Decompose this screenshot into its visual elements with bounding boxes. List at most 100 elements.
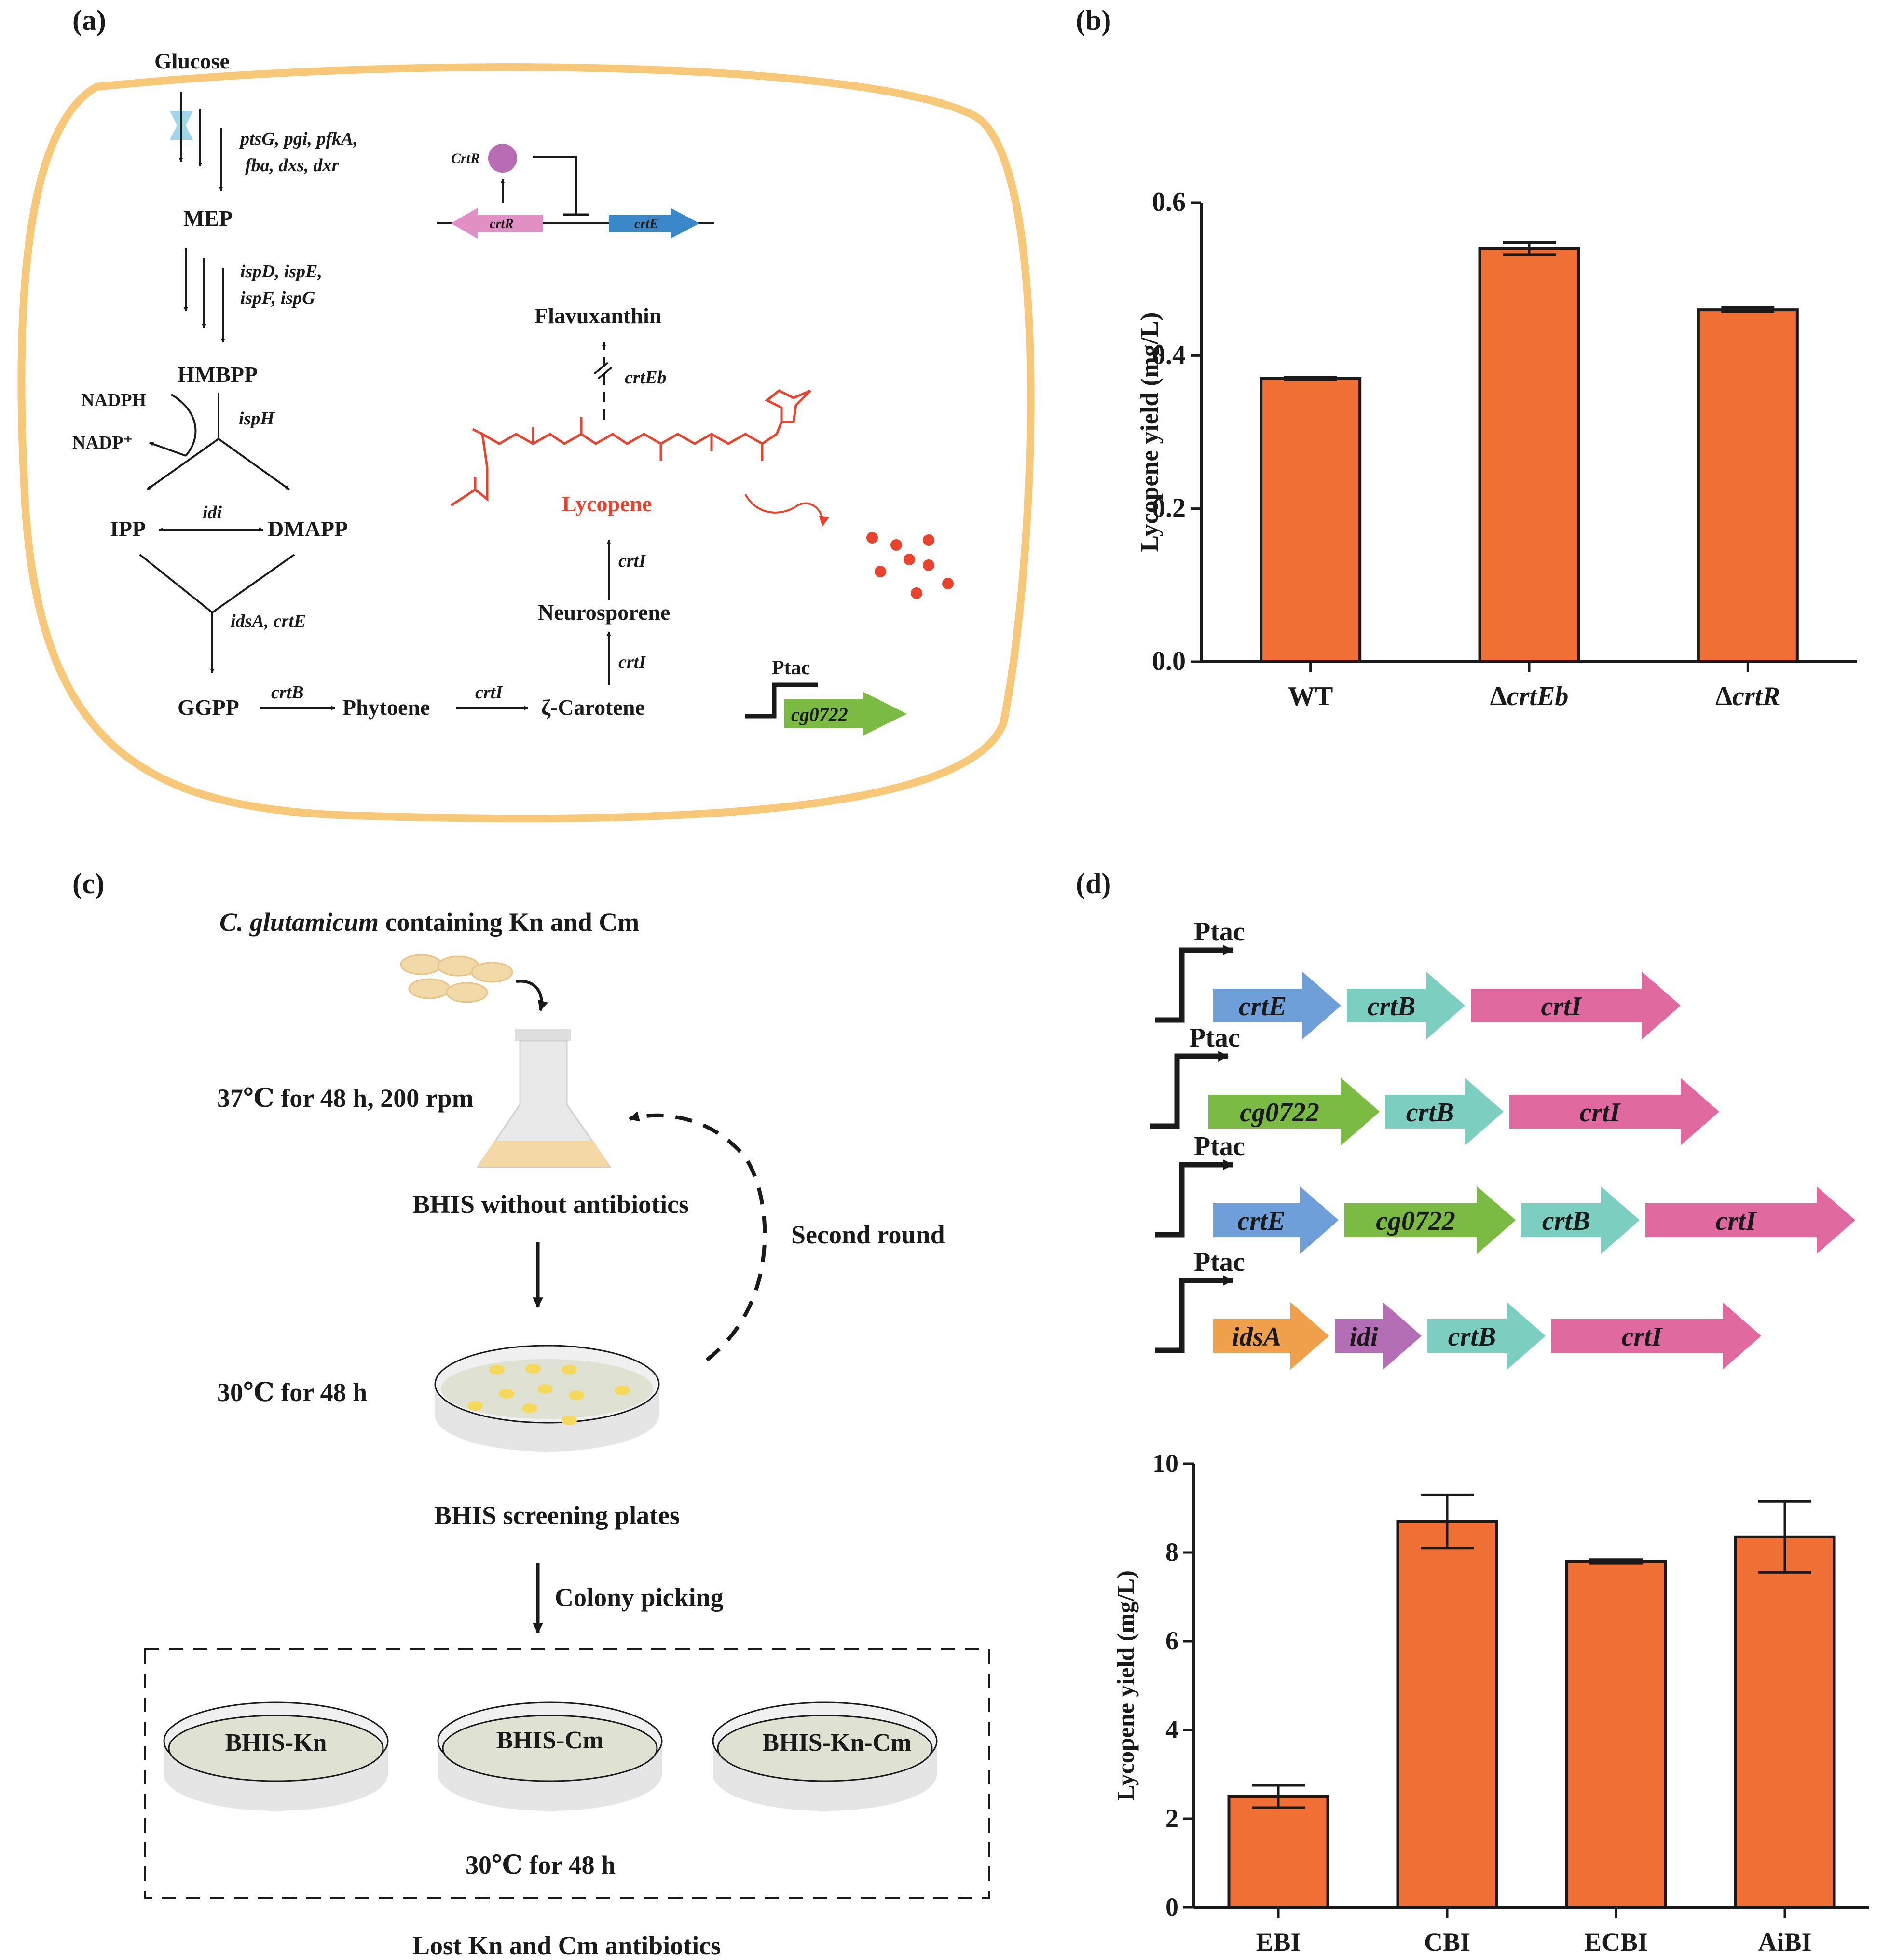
chart-d-y-tick-label: 10 (1152, 1449, 1178, 1478)
crtr-gene-arrow (451, 208, 543, 239)
idsa-crte-label: idsA, crtE (231, 611, 306, 631)
gene-label-crti: crtI (1541, 992, 1583, 1021)
panel-a: Glucose ptsG, pgi, pfkA, f (17, 49, 1035, 823)
chart-b-y-axis-label: Lycopene yield (mg/L) (1136, 313, 1164, 552)
colony-picking-label: Colony picking (555, 1583, 724, 1612)
chart-d-error-bar (1758, 1500, 1811, 1574)
screening-plate-icon (434, 1345, 660, 1452)
phytoene-label: Phytoene (342, 695, 430, 720)
zeta-carotene-label: ζ-Carotene (541, 695, 645, 720)
chart-b-bar (1260, 377, 1362, 663)
lycopene-structure (450, 389, 811, 507)
gene-label-crti: crtI (1622, 1322, 1663, 1352)
chart-d-category-label: ECBI (1584, 1928, 1648, 1957)
flask-icon (476, 1029, 612, 1168)
chart-b-category-label: WT (1288, 681, 1333, 711)
chart-d-y-axis-label: Lycopene yield (mg/L) (1112, 1570, 1139, 1801)
construct-aibi: Ptac idsA idi crtB crtI (1155, 1247, 1761, 1370)
chart-d-error-bar (1252, 1784, 1305, 1809)
nadph-label: NADPH (81, 390, 146, 410)
promoter-arrow (1150, 1051, 1229, 1129)
gene-label-crti: crtI (1580, 1098, 1621, 1128)
gene-arrow-idi (1335, 1302, 1422, 1370)
chart-d-y-tick-label: 6 (1165, 1626, 1178, 1655)
cg0722-gene-arrow (784, 692, 907, 735)
chart-d-error-bar (1589, 1558, 1643, 1565)
chart-b-bar (1478, 247, 1580, 663)
chart-d-category-label: EBI (1256, 1928, 1301, 1957)
result-label: Lost Kn and Cm antibiotics (412, 1931, 721, 1960)
crteb-label: crtEb (625, 368, 667, 388)
gene-arrow-cg0722 (1344, 1186, 1516, 1254)
ptac-label: Ptac (1194, 1131, 1245, 1161)
genes-1b-label: fba, dxs, dxr (245, 155, 339, 176)
cond1-label: 37℃ for 48 h, 200 rpm (217, 1084, 474, 1113)
flavuxanthin-label: Flavuxanthin (534, 303, 661, 328)
crti-label-3: crtI (618, 551, 646, 571)
gene-arrow-crti (1551, 1302, 1761, 1370)
gene-arrow-crtb (1427, 1302, 1546, 1370)
chart-d-y-tick-label: 2 (1165, 1804, 1178, 1833)
gene-label-cg0722: cg0722 (1240, 1098, 1319, 1128)
second-round-arrow (628, 1111, 767, 1362)
mep-label: MEP (183, 206, 233, 231)
ptac-label-a: Ptac (772, 657, 810, 679)
plate-kn-label: BHIS-Kn (225, 1729, 327, 1756)
cg0722-gene-label: cg0722 (791, 704, 848, 725)
gene-label-crtb: crtB (1542, 1206, 1590, 1236)
secretion-arrow (744, 494, 830, 527)
genes-2b-label: ispF, ispG (240, 288, 315, 308)
chart-b-y-tick-label: 0.2 (1152, 493, 1186, 523)
chart-b-category-label: ΔcrtR (1715, 681, 1780, 711)
plate-kncm-label: BHIS-Kn-Cm (762, 1729, 911, 1756)
crtr-gene-label: crtR (490, 217, 514, 231)
chart-d-bar (1565, 1560, 1667, 1909)
gene-label-crtb: crtB (1448, 1322, 1496, 1352)
plate-kn-icon (163, 1701, 389, 1811)
gene-label-idi: idi (1349, 1322, 1378, 1352)
gene-label-idsa: idsA (1232, 1322, 1282, 1352)
chart-d-y-tick-label: 8 (1165, 1538, 1178, 1566)
ptac-label: Ptac (1194, 1247, 1245, 1277)
lycopene-droplets (866, 532, 954, 599)
hmbpp-label: HMBPP (178, 362, 258, 387)
ptac-label: Ptac (1189, 1023, 1240, 1053)
panel-c-label: (c) (72, 868, 105, 899)
gene-arrow-crti (1509, 1078, 1719, 1145)
chart-d-y-tick-label: 0 (1165, 1892, 1178, 1921)
gene-label-crtb: crtB (1368, 992, 1416, 1021)
chart-b-error-bar (1284, 376, 1337, 381)
gene-arrow-crti (1645, 1186, 1855, 1254)
chart-b-error-bar (1503, 241, 1556, 256)
crte-gene-arrow (609, 208, 699, 239)
chart-b-error-bar (1721, 306, 1775, 313)
chart-b-category-label: ΔcrtEb (1490, 681, 1569, 711)
promoter-arrow (1155, 945, 1234, 1023)
gene-arrow-crte (1213, 1186, 1339, 1254)
gene-arrow-crtb (1521, 1186, 1640, 1254)
gene-arrow-crte (1213, 972, 1341, 1039)
gene-arrow-cg0722 (1208, 1078, 1380, 1145)
chart-d-category-label: AiBI (1758, 1928, 1811, 1957)
gene-label-crte: crtE (1239, 992, 1287, 1021)
isph-label: ispH (239, 408, 275, 429)
chart-d-bar (1396, 1520, 1498, 1909)
second-round-label: Second round (791, 1220, 945, 1249)
crtr-regulation: crtR crtE CrtR (437, 144, 714, 239)
chart-b-y-tick-label: 0.4 (1152, 340, 1186, 370)
cond2-label: 30℃ for 48 h (217, 1378, 367, 1407)
medium1-label: BHIS without antibiotics (412, 1190, 689, 1219)
lycopene-label: Lycopene (562, 491, 652, 516)
ipp-label: IPP (110, 517, 146, 541)
crte-gene-label: crtE (634, 217, 658, 231)
genes-2a-label: ispD, ispE, (240, 261, 322, 282)
dmapp-label: DMAPP (268, 517, 348, 541)
strain-rest: containing Kn and Cm (379, 908, 639, 937)
glucose-label: Glucose (154, 49, 230, 73)
